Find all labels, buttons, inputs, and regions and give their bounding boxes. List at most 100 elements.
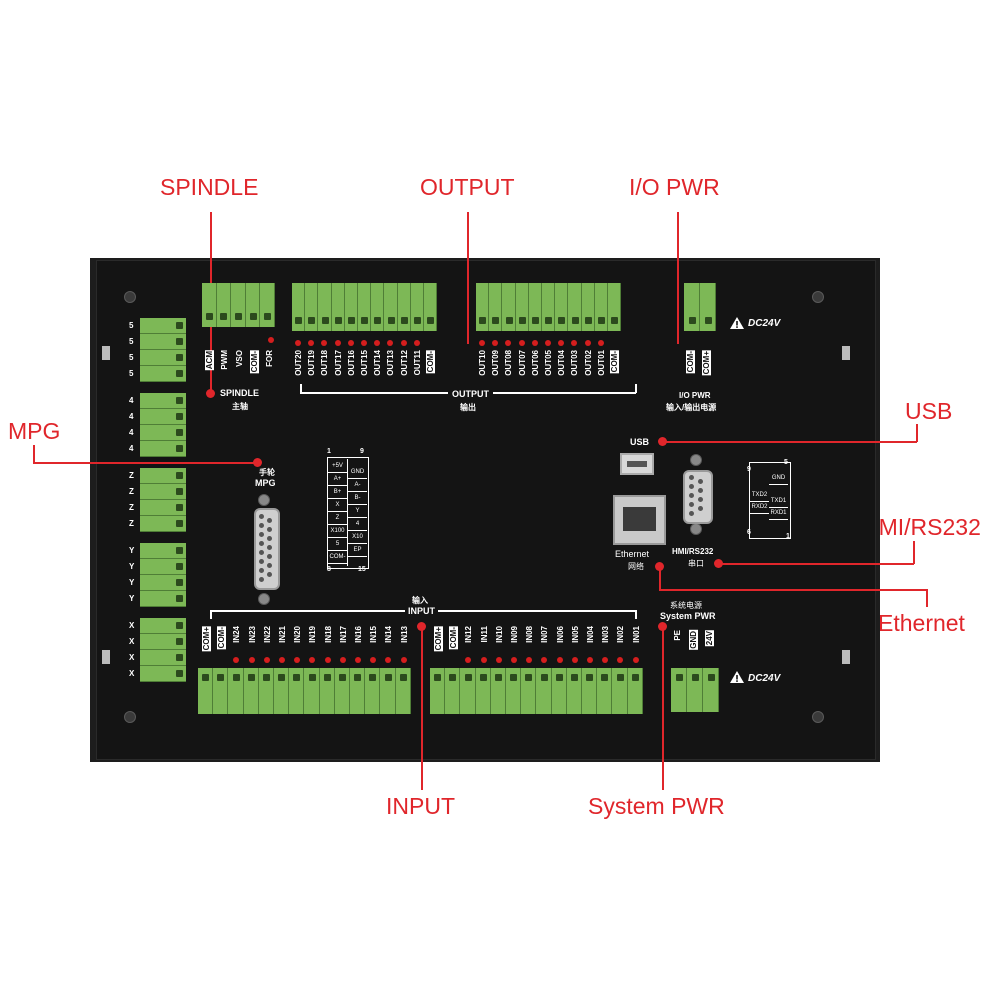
- axis-terminal-cell[interactable]: [140, 591, 186, 607]
- input-terminal-left-led: [355, 657, 361, 663]
- axis-terminal-cell[interactable]: [140, 441, 186, 457]
- input-terminal-right-cell[interactable]: [566, 668, 582, 714]
- input-terminal-left-cell[interactable]: [274, 668, 290, 714]
- axis-terminal-cell[interactable]: [140, 318, 186, 334]
- system-pwr-terminal-cell[interactable]: [671, 668, 687, 712]
- input-terminal-right-cell[interactable]: [475, 668, 491, 714]
- callout-spindle: SPINDLE: [160, 174, 259, 200]
- axis-terminal-cell[interactable]: [140, 366, 186, 382]
- output-terminal-right-screw: [518, 317, 526, 324]
- axis-terminal-cell[interactable]: [140, 575, 186, 591]
- axis-terminal-screw: [176, 547, 183, 554]
- ethernet-port[interactable]: [613, 495, 666, 545]
- output-terminal-right-pin-label: OUT06: [530, 350, 540, 376]
- input-terminal-right-cell[interactable]: [597, 668, 613, 714]
- spindle-terminal-cell[interactable]: [260, 283, 275, 327]
- db-pin: [698, 506, 703, 511]
- axis-terminal-cell[interactable]: [140, 666, 186, 682]
- input-terminal-right-cell[interactable]: [490, 668, 506, 714]
- input-terminal-left-cell[interactable]: [395, 668, 411, 714]
- input-terminal-left-cell[interactable]: [380, 668, 396, 714]
- input-terminal-right-cell[interactable]: [536, 668, 552, 714]
- output-terminal-right-pin-label: OUT10: [478, 350, 487, 376]
- axis-terminal-cell[interactable]: [140, 559, 186, 575]
- input-terminal-left-screw: [217, 674, 225, 681]
- input-terminal-right-screw: [494, 674, 502, 681]
- io-pwr-pin-label: COM+: [702, 350, 711, 376]
- axis-terminal-cell[interactable]: [140, 516, 186, 532]
- axis-terminal-cell[interactable]: [140, 468, 186, 484]
- input-terminal-right-pin-label: IN06: [555, 626, 565, 643]
- axis-label: Z: [129, 487, 134, 496]
- axis-label: 5: [129, 337, 134, 346]
- axis-terminal-cell[interactable]: [140, 650, 186, 666]
- input-terminal-left-cell[interactable]: [350, 668, 366, 714]
- input-terminal-left-cell[interactable]: [319, 668, 335, 714]
- spindle-terminal-cell[interactable]: [202, 283, 217, 327]
- io-pwr-terminal-cell[interactable]: [700, 283, 716, 331]
- output-terminal-right-led: [479, 340, 485, 346]
- input-terminal-right-cell[interactable]: [430, 668, 446, 714]
- output-title: OUTPUT: [448, 389, 493, 399]
- screw-icon: [124, 711, 136, 723]
- axis-terminal-cell[interactable]: [140, 409, 186, 425]
- axis-terminal-cell[interactable]: [140, 350, 186, 366]
- spindle-terminal-cell[interactable]: [245, 283, 261, 327]
- output-title-cn: 输出: [460, 403, 476, 412]
- input-terminal-right-cell[interactable]: [582, 668, 598, 714]
- io-pwr-terminal-cell[interactable]: [684, 283, 700, 331]
- input-terminal-left-cell[interactable]: [365, 668, 381, 714]
- input-terminal-left-cell[interactable]: [334, 668, 350, 714]
- input-terminal-left-cell[interactable]: [198, 668, 214, 714]
- axis-terminal-cell[interactable]: [140, 543, 186, 559]
- axis-terminal-cell[interactable]: [140, 484, 186, 500]
- axis-terminal-cell[interactable]: [140, 618, 186, 634]
- output-terminal-left-led: [374, 340, 381, 346]
- axis-terminal-cell[interactable]: [140, 425, 186, 441]
- input-terminal-right-cell[interactable]: [612, 668, 628, 714]
- input-terminal-left-led: [248, 657, 255, 663]
- input-terminal-right-cell[interactable]: [445, 668, 461, 714]
- input-terminal-right-cell[interactable]: [460, 668, 476, 714]
- input-terminal-left-cell[interactable]: [243, 668, 259, 714]
- output-terminal-right-led: [545, 340, 551, 346]
- input-terminal-left-cell[interactable]: [304, 668, 320, 714]
- db-pin: [259, 514, 264, 519]
- output-terminal-left-screw: [374, 317, 382, 324]
- output-terminal-left-pin-label: OUT11: [412, 350, 422, 376]
- system-pwr-terminal-cell[interactable]: [703, 668, 719, 712]
- axis-terminal-screw: [176, 595, 183, 602]
- input-terminal-right-cell[interactable]: [506, 668, 522, 714]
- input-terminal-left-cell[interactable]: [258, 668, 274, 714]
- db-pin: [259, 559, 264, 564]
- output-terminal-left-screw: [321, 317, 329, 324]
- mpg-pinout-cell: EP: [348, 544, 367, 557]
- db-pin: [689, 493, 694, 498]
- input-terminal-right-cell[interactable]: [551, 668, 567, 714]
- axis-terminal-cell[interactable]: [140, 634, 186, 650]
- output-terminal-right-screw: [479, 317, 487, 324]
- input-terminal-right-cell[interactable]: [627, 668, 643, 714]
- input-terminal-right-led: [541, 657, 548, 663]
- callout-dot-mpg: [253, 458, 262, 467]
- input-terminal-left-pin-label: IN15: [369, 626, 379, 643]
- spindle-pin-label: VSO: [235, 350, 244, 367]
- axis-terminal-cell[interactable]: [140, 500, 186, 516]
- spindle-terminal-cell[interactable]: [231, 283, 246, 327]
- input-terminal-right-pin-label: IN03: [601, 626, 611, 643]
- input-terminal-right-led: [602, 657, 609, 663]
- system-pwr-terminal-cell[interactable]: [687, 668, 703, 712]
- input-terminal-right-cell[interactable]: [521, 668, 537, 714]
- usb-port[interactable]: [620, 453, 654, 475]
- input-terminal-left-cell[interactable]: [213, 668, 229, 714]
- input-terminal-left-cell[interactable]: [228, 668, 244, 714]
- axis-terminal-cell[interactable]: [140, 334, 186, 350]
- output-terminal-right-pin-label: COM-: [610, 350, 619, 374]
- screw-icon: [812, 711, 824, 723]
- input-terminal-right-screw: [601, 674, 609, 681]
- hmi-label: HMI/RS232: [672, 547, 714, 556]
- spindle-terminal-cell[interactable]: [216, 283, 232, 327]
- axis-terminal-cell[interactable]: [140, 393, 186, 409]
- input-terminal-left-cell[interactable]: [289, 668, 305, 714]
- mpg-pin-number: 15: [358, 566, 366, 573]
